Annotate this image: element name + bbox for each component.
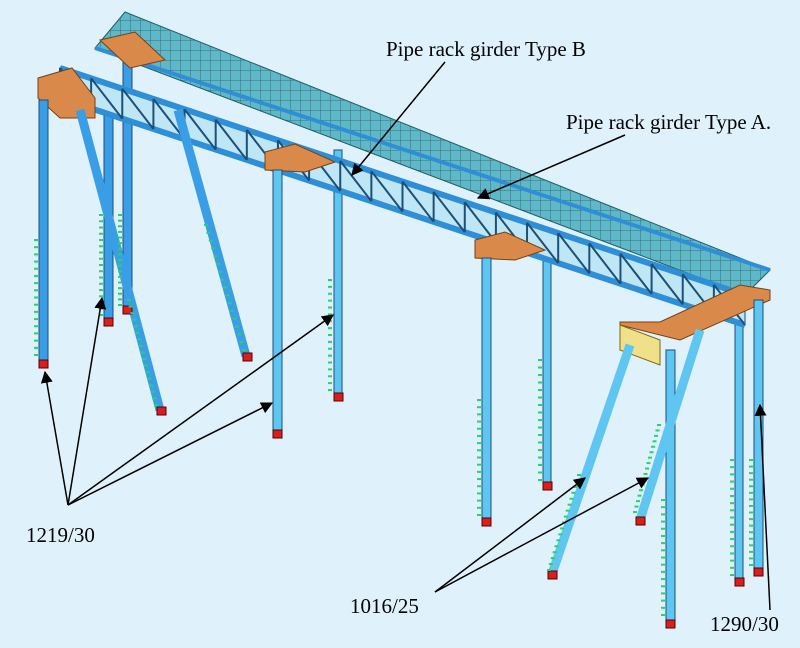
annotation-arrows bbox=[40, 61, 771, 611]
support-marker bbox=[665, 619, 676, 629]
pile-supports bbox=[38, 305, 764, 629]
raked-pile-c bbox=[547, 343, 635, 576]
cap-beam-4 bbox=[474, 231, 547, 261]
truss-diagonal bbox=[650, 263, 684, 305]
pile-group-front bbox=[38, 99, 764, 623]
truss-diagonal bbox=[526, 222, 559, 264]
cap-beam-5-end bbox=[619, 324, 661, 366]
label-girder-type-b: Pipe rack girder Type B bbox=[386, 37, 586, 61]
pile-rear-4 bbox=[542, 229, 552, 486]
pile-1219-b bbox=[272, 169, 283, 433]
support-marker bbox=[635, 516, 646, 526]
truss-diagonal bbox=[432, 191, 466, 233]
pile-c bbox=[481, 257, 492, 521]
support-marker bbox=[734, 577, 745, 587]
arrow-girder-b bbox=[351, 61, 446, 176]
pile-rear-5 bbox=[734, 299, 744, 581]
cap-beam-1 bbox=[37, 67, 96, 119]
support-marker bbox=[333, 392, 344, 402]
support-marker bbox=[753, 567, 764, 577]
arrow-1219-a bbox=[40, 370, 69, 506]
label-pile-1016: 1016/25 bbox=[350, 594, 419, 618]
arrow-1219-d bbox=[67, 314, 334, 506]
support-marker bbox=[122, 305, 133, 315]
pile-d bbox=[665, 349, 676, 623]
truss-diagonal bbox=[214, 118, 248, 161]
raked-pile-b bbox=[173, 108, 251, 358]
truss-diagonal bbox=[401, 180, 435, 223]
label-girder-type-a: Pipe rack girder Type A. bbox=[566, 110, 771, 134]
truss-diagonal bbox=[339, 160, 373, 202]
truss-diagonal bbox=[90, 77, 124, 120]
arrow-girder-a bbox=[476, 134, 626, 200]
arrow-1016-a bbox=[434, 477, 586, 593]
support-marker bbox=[38, 359, 49, 369]
label-pile-1290: 1290/30 bbox=[710, 612, 779, 636]
arrow-1219-b bbox=[67, 296, 107, 506]
arrow-1219-c bbox=[67, 402, 274, 506]
truss-diagonal bbox=[152, 98, 186, 140]
girder-mid-chord bbox=[94, 46, 771, 272]
truss-diagonal bbox=[619, 253, 653, 295]
support-marker bbox=[156, 406, 167, 416]
arrow-1016-b bbox=[434, 477, 650, 593]
truss-diagonal bbox=[121, 88, 155, 130]
arrow-1290 bbox=[754, 403, 771, 611]
truss-diagonal bbox=[370, 170, 404, 213]
pile-1219-a bbox=[38, 99, 49, 363]
support-marker bbox=[103, 317, 114, 327]
truss-diagonal bbox=[557, 232, 591, 275]
raked-pile-d bbox=[635, 328, 705, 522]
truss-diagonal bbox=[183, 108, 217, 151]
cap-beams bbox=[37, 31, 771, 366]
support-marker bbox=[542, 481, 553, 491]
cap-beam-3 bbox=[264, 143, 337, 173]
support-marker bbox=[481, 517, 492, 527]
support-marker bbox=[242, 352, 253, 362]
soil-springs bbox=[34, 214, 753, 616]
label-pile-1219: 1219/30 bbox=[26, 523, 95, 547]
cap-beam-2 bbox=[98, 31, 167, 69]
support-marker bbox=[547, 570, 558, 580]
support-marker bbox=[272, 429, 283, 439]
truss-diagonal bbox=[588, 242, 622, 285]
girder-truss bbox=[59, 46, 771, 328]
